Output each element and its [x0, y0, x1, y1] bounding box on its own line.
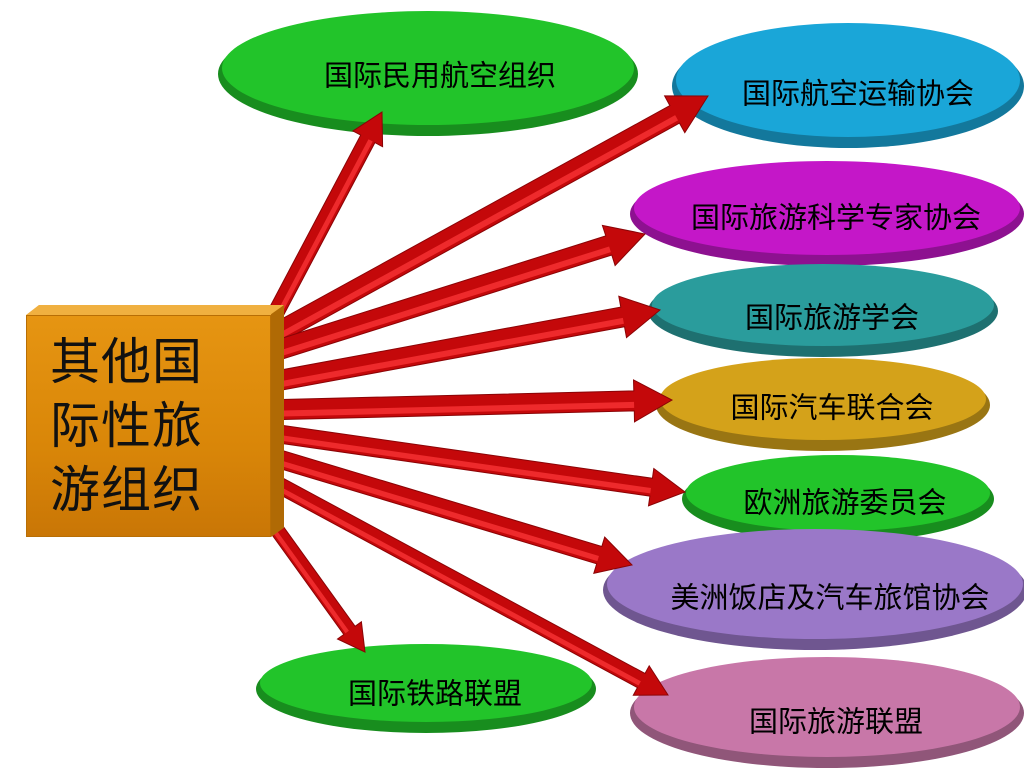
- arrow-to-iut: [261, 470, 669, 696]
- node-icao-ellipse-face: [222, 11, 634, 125]
- node-fia-ellipse-face: [660, 358, 986, 440]
- node-label-etc: 欧洲旅游委员会: [743, 485, 947, 520]
- node-label-icao: 国际民用航空组织: [323, 58, 557, 93]
- node-etc-ellipse-face: [686, 455, 990, 531]
- node-icao-ellipse: [218, 11, 638, 136]
- center-title: 其他国 际性旅 游组织: [50, 330, 250, 522]
- node-label-iut: 国际旅游联盟: [748, 704, 924, 739]
- node-iut-ellipse-face: [634, 657, 1020, 757]
- node-fia-ellipse: [656, 358, 990, 451]
- center-box: [26, 305, 284, 537]
- arrow-to-ahma-highlight: [264, 455, 599, 562]
- node-aiest-ellipse: [630, 161, 1024, 266]
- node-label-iata: 国际航空运输协会: [741, 76, 975, 111]
- center-title-line-1: 其他国: [50, 333, 203, 391]
- arrow-to-fia-highlight: [262, 401, 635, 417]
- node-uic-ellipse: [256, 644, 596, 733]
- node-uic-ellipse-face: [260, 644, 592, 722]
- node-aiest-ellipse-face: [634, 161, 1020, 255]
- node-label-iat: 国际旅游学会: [744, 300, 920, 335]
- center-title-line-2: 际性旅: [50, 397, 203, 455]
- node-ahma-ellipse: [603, 529, 1024, 650]
- node-iat-ellipse: [648, 264, 998, 357]
- node-iut-ellipse: [630, 657, 1024, 768]
- arrow-to-iut-highlight: [263, 478, 641, 686]
- center-box-top-face: [26, 305, 284, 315]
- node-label-uic: 国际铁路联盟: [347, 676, 523, 711]
- arrow-to-fia: [261, 379, 674, 423]
- arrow-to-uic-highlight: [265, 520, 349, 634]
- node-etc-ellipse: [682, 455, 994, 542]
- arrow-to-iat-highlight: [260, 317, 624, 391]
- node-iata-ellipse: [672, 23, 1024, 148]
- arrow-to-aiest-highlight: [262, 246, 611, 362]
- node-ahma-ellipse-face: [607, 529, 1023, 639]
- node-label-aiest: 国际旅游科学专家协会: [690, 200, 982, 235]
- center-box-side-face: [271, 305, 284, 537]
- center-box-front-face: [26, 315, 271, 537]
- arrow-to-icao: [264, 111, 384, 325]
- node-label-ahma: 美洲饭店及汽车旅馆协会: [670, 580, 990, 615]
- node-iat-ellipse-face: [652, 264, 994, 346]
- arrow-to-etc-highlight: [264, 432, 651, 494]
- center-title-line-3: 游组织: [50, 461, 203, 519]
- arrow-to-icao-highlight: [272, 139, 373, 323]
- node-label-fia: 国际汽车联合会: [730, 390, 934, 425]
- node-iata-ellipse-face: [676, 23, 1020, 137]
- arrow-to-iata-highlight: [268, 115, 679, 345]
